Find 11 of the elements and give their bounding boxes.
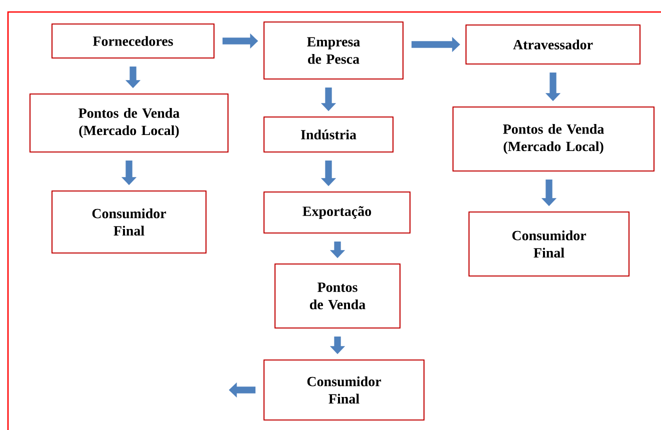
process-box: Fornecedores xyxy=(51,23,215,59)
process-box: Consumidor Final xyxy=(468,211,630,277)
process-box: Consumidor Final xyxy=(51,190,207,254)
process-box: Atravessador xyxy=(465,24,641,65)
process-box: Exportação xyxy=(263,191,411,234)
process-box: Empresa de Pesca xyxy=(263,21,404,80)
process-box: Pontos de Venda (Mercado Local) xyxy=(452,106,655,172)
process-box: Consumidor Final xyxy=(263,359,425,421)
process-box: Pontos de Venda xyxy=(274,263,401,329)
process-box: Pontos de Venda (Mercado Local) xyxy=(29,93,229,153)
process-box: Indústria xyxy=(263,116,394,153)
